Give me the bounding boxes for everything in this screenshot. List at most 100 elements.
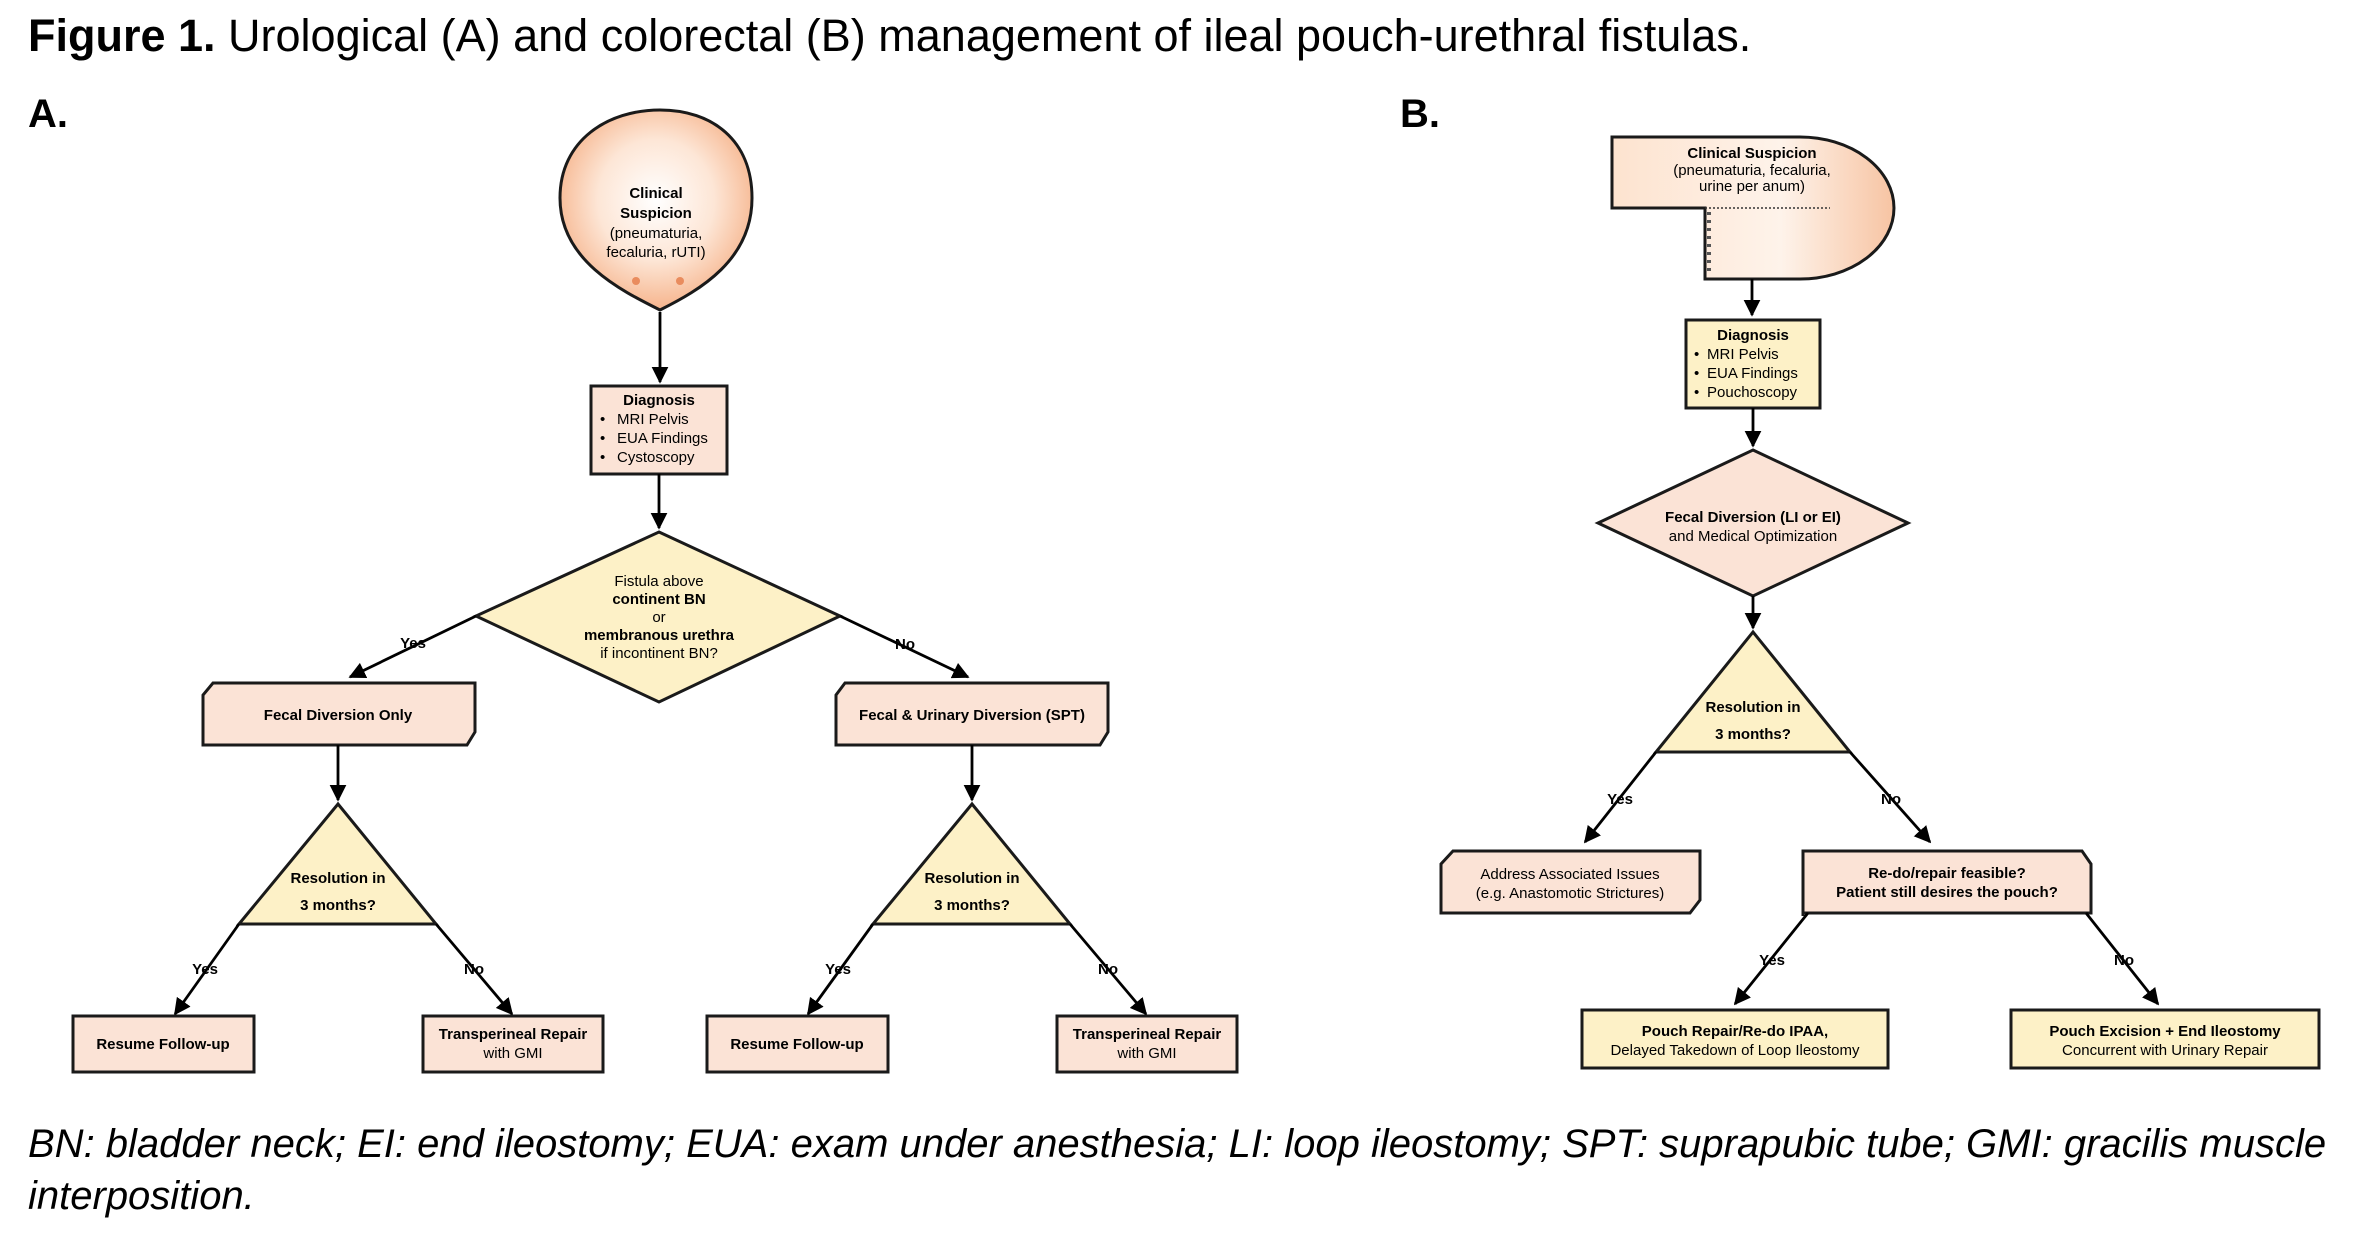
b-diagnosis-item-3: Pouchoscopy	[1707, 384, 1798, 401]
a-diagnosis-bullet-3: •	[600, 449, 605, 466]
a-start-line4: fecaluria, rUTI)	[606, 244, 705, 261]
b-diagnosis-box: Diagnosis • MRI Pelvis • EUA Findings • …	[1684, 318, 1822, 410]
b-pouch-repair-line2: Delayed Takedown of Loop Ileostomy	[1610, 1042, 1860, 1059]
a-right-arrow-yes	[806, 923, 875, 1016]
b-diagnosis-bullet-2: •	[1694, 365, 1699, 382]
b-start-line2: (pneumaturia, fecaluria,	[1673, 162, 1831, 179]
b-associated-issues-box: Address Associated Issues (e.g. Anastomo…	[1439, 849, 1702, 915]
b-start-shape	[1610, 135, 1896, 281]
b-tri-line2: 3 months?	[1715, 726, 1791, 743]
a-diagnosis-bullet-1: •	[600, 411, 605, 428]
a-decision-line5-q: ?	[709, 645, 717, 662]
panel-a: Clinical Suspicion (pneumaturia, fecalur…	[71, 108, 1239, 1074]
a-left-arrow-no	[434, 923, 514, 1016]
a-right-resume-rect	[705, 1014, 890, 1074]
b-no-label: No	[1881, 791, 1901, 808]
a-left-resume-rect	[71, 1014, 256, 1074]
b-associated-issues-line2: (e.g. Anastomotic Strictures)	[1476, 885, 1664, 902]
b-pouch-excision-rect	[2009, 1008, 2321, 1070]
a-decision-line5-text: if incontinent BN	[600, 645, 709, 662]
a-start-node: Clinical Suspicion (pneumaturia, fecalur…	[558, 108, 754, 312]
figure-footnote: BN: bladder neck; EI: end ileostomy; EUA…	[28, 1122, 2327, 1218]
b-arrow-no	[1848, 751, 1932, 844]
a-start-shape	[558, 108, 754, 312]
a-no-label: No	[895, 636, 915, 653]
a-decision-line2: continent BN	[612, 591, 705, 608]
b-redo-line1: Re-do/repair feasible?	[1868, 865, 2026, 882]
b-diagnosis-title: Diagnosis	[1717, 327, 1789, 344]
b-pouch-repair-rect	[1580, 1008, 1890, 1070]
b-tri-line1: Resolution in	[1706, 699, 1801, 716]
a-left-tri-line2: 3 months?	[300, 897, 376, 914]
b-start-node: Clinical Suspicion (pneumaturia, fecalur…	[1610, 135, 1896, 281]
a-left-box: Fecal Diversion Only	[201, 681, 477, 747]
b-diversion-line1: Fecal Diversion (LI or EI)	[1665, 509, 1841, 526]
a-diagnosis-item-3: Cystoscopy	[617, 449, 695, 466]
a-decision-diamond: Fistula above continent BN or membranous…	[472, 530, 844, 704]
a-left-resume-label: Resume Follow-up	[96, 1036, 229, 1053]
b-triangle-shape	[1652, 629, 1854, 754]
a-right-arrow-no	[1068, 923, 1148, 1016]
b-diversion-line2: and Medical Optimization	[1669, 528, 1837, 545]
b-diagnosis-rect	[1684, 318, 1822, 410]
b-start-line1: Clinical Suspicion	[1687, 145, 1816, 162]
a-left-triangle: Resolution in 3 months?	[235, 801, 440, 926]
b-start-line3: urine per anum)	[1699, 178, 1805, 195]
b-triangle: Resolution in 3 months?	[1652, 629, 1854, 754]
a-arrow-yes	[348, 614, 477, 679]
a-start-line3: (pneumaturia,	[610, 225, 703, 242]
b-redo-line2: Patient still desires the pouch?	[1836, 884, 2058, 901]
a-right-repair-rect	[1055, 1014, 1239, 1074]
b-diagnosis-bullet-3: •	[1694, 384, 1699, 401]
a-right-no-label: No	[1098, 961, 1118, 978]
b-arrow-yes2	[1733, 912, 1810, 1006]
a-diagnosis-item-1: MRI Pelvis	[617, 411, 689, 428]
a-decision-line3: or	[652, 609, 665, 626]
a-right-repair-line1: Transperineal Repair	[1073, 1026, 1222, 1043]
a-diagnosis-item-2: EUA Findings	[617, 430, 708, 447]
a-left-box-shape	[201, 681, 477, 747]
a-left-tri-line1: Resolution in	[291, 870, 386, 887]
a-decision-line1: Fistula above	[614, 573, 703, 590]
a-left-resume-box: Resume Follow-up	[71, 1014, 256, 1074]
a-right-triangle: Resolution in 3 months?	[869, 801, 1074, 926]
b-diagnosis-item-1: MRI Pelvis	[1707, 346, 1779, 363]
b-associated-issues-bold: Associated Issues	[1539, 866, 1660, 883]
panel-b-label: B.	[1400, 92, 1440, 136]
b-arrow-no2	[2084, 912, 2160, 1006]
a-decision-line5: if incontinent BN?	[600, 645, 718, 662]
b-yes-label: Yes	[1607, 791, 1633, 808]
a-decision-shape	[472, 530, 844, 704]
a-left-repair-line2: with GMI	[482, 1045, 542, 1062]
a-left-repair-line1: Transperineal Repair	[439, 1026, 588, 1043]
a-right-resume-label: Resume Follow-up	[730, 1036, 863, 1053]
a-diagnosis-rect	[589, 384, 729, 476]
a-right-tri-line2: 3 months?	[934, 897, 1010, 914]
b-arrow-yes	[1583, 751, 1658, 844]
panel-a-label: A.	[28, 92, 68, 136]
a-right-box-shape	[834, 681, 1110, 747]
a-right-yes-label: Yes	[825, 961, 851, 978]
a-right-box: Fecal & Urinary Diversion (SPT)	[834, 681, 1110, 747]
a-right-resume-box: Resume Follow-up	[705, 1014, 890, 1074]
a-arrow-no	[839, 614, 970, 679]
b-redo-shape	[1801, 849, 2093, 916]
figure-caption: Urological (A) and colorectal (B) manage…	[215, 10, 1752, 61]
b-yes2-label: Yes	[1759, 952, 1785, 969]
figure-title: Figure 1. Urological (A) and colorectal …	[28, 10, 1751, 62]
a-start-dot-left	[632, 277, 640, 285]
a-left-yes-label: Yes	[192, 961, 218, 978]
b-pouch-repair-line1: Pouch Repair/Re-do IPAA,	[1642, 1023, 1828, 1040]
b-associated-issues-shape	[1439, 849, 1702, 915]
b-associated-issues-line1: Address Associated Issues	[1480, 866, 1659, 883]
b-pouch-excision-line1: Pouch Excision + End Ileostomy	[2049, 1023, 2281, 1040]
panel-b: Clinical Suspicion (pneumaturia, fecalur…	[1439, 135, 2321, 1070]
a-left-arrow-yes	[173, 923, 241, 1016]
a-start-line1: Clinical	[629, 185, 682, 202]
b-pouch-excision-box: Pouch Excision + End Ileostomy Concurren…	[2009, 1008, 2321, 1070]
b-redo-box: Re-do/repair feasible? Patient still des…	[1801, 849, 2093, 916]
a-start-line2: Suspicion	[620, 205, 692, 222]
a-diagnosis-title: Diagnosis	[623, 392, 695, 409]
b-diagnosis-item-2: EUA Findings	[1707, 365, 1798, 382]
a-left-box-label: Fecal Diversion Only	[264, 707, 413, 724]
